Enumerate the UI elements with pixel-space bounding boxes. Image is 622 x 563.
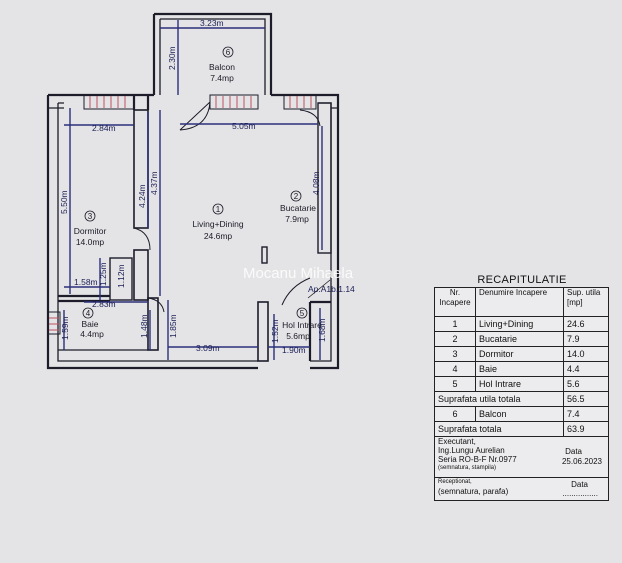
room-area-balcon: 7.4mp — [210, 73, 234, 83]
cell-name: Dormitor — [475, 346, 564, 362]
executant-line4: (semnatura, stampila) — [438, 465, 497, 471]
dim-bucatarie-height: 4.08m — [311, 171, 321, 195]
dim-living-width: 5.05m — [232, 121, 256, 131]
executant-data-label: Data — [565, 447, 582, 456]
receptionat-line1: Receptionat, — [438, 479, 472, 485]
dim-dorm-height: 5.50m — [59, 190, 69, 214]
room-name-hol: Hol Intrare — [282, 320, 322, 330]
recap-table: Nr. Incapere Denumire Incapere Sup. util… — [434, 287, 609, 501]
dim-112: 1.12m — [116, 264, 126, 288]
header-sup: Sup. utila [mp] — [563, 287, 609, 317]
room-name-bucatarie: Bucatarie — [280, 203, 316, 213]
room-name-baie: Baie — [81, 319, 98, 329]
cell-value: 5.6 — [563, 376, 609, 392]
header-nr: Nr. Incapere — [434, 287, 476, 317]
table-row: 5 Hol Intrare 5.6 — [434, 376, 609, 392]
table-row: 3 Dormitor 14.0 — [434, 346, 609, 362]
floor-plan: 3.23m 2.30m 2.84m 5.05m 5.50m 4.24m 4.37… — [46, 12, 355, 370]
dim-balcon-width: 3.23m — [200, 18, 224, 28]
cell-value: 4.4 — [563, 361, 609, 377]
cell-nr: 1 — [434, 316, 476, 332]
total-value: 63.9 — [563, 421, 609, 437]
dim-424: 4.24m — [137, 184, 147, 208]
room-name-living: Living+Dining — [192, 219, 244, 229]
receptionat-line2: (semnatura, parafa) — [438, 487, 509, 496]
dimension-lines — [63, 20, 323, 360]
room-number-baie: 4 — [86, 309, 91, 318]
table-row: 4 Baie 4.4 — [434, 361, 609, 377]
room-area-hol: 5.6mp — [286, 331, 310, 341]
executant-row: Executant, Ing.Lungu Aurelian Seria RO-B… — [434, 436, 609, 478]
header-denumire: Denumire Incapere — [475, 287, 564, 317]
cell-value: 24.6 — [563, 316, 609, 332]
room-area-living: 24.6mp — [204, 231, 233, 241]
total-row: Suprafata totala 63.9 — [434, 421, 609, 437]
cell-name: Hol Intrare — [475, 376, 564, 392]
room-number-bucatarie: 2 — [294, 192, 299, 201]
room-number-hol: 5 — [300, 309, 305, 318]
dim-437: 4.37m — [149, 171, 159, 195]
executant-cell: Executant, Ing.Lungu Aurelian Seria RO-B… — [434, 436, 609, 478]
door-swings — [133, 101, 321, 313]
total-utila-value: 56.5 — [563, 391, 609, 407]
room-labels: 6 Balcon 7.4mp 1 Living+Dining 24.6mp 2 … — [74, 46, 355, 341]
dim-152: 1.52m — [270, 319, 280, 343]
table-row: 6 Balcon 7.4 — [434, 406, 609, 422]
cell-name: Baie — [475, 361, 564, 377]
watermark: Mocanu Mihaela — [243, 265, 354, 282]
dim-158: 1.58m — [74, 277, 98, 287]
table-row: 1 Living+Dining 24.6 — [434, 316, 609, 332]
room-name-balcon: Balcon — [209, 62, 235, 72]
cell-value: 7.9 — [563, 331, 609, 347]
receptionat-data-label: Data — [571, 480, 588, 489]
room-area-dormitor: 14.0mp — [76, 237, 105, 247]
dim-309: 3.09m — [196, 343, 220, 353]
receptionat-data-value: ................ — [562, 489, 598, 498]
cell-name: Living+Dining — [475, 316, 564, 332]
executant-data-value: 25.06.2023 — [561, 457, 602, 466]
dim-159: 1.59m — [60, 316, 70, 340]
dim-190: 1.90m — [282, 345, 306, 355]
room-area-baie: 4.4mp — [80, 329, 104, 339]
dimension-labels: 3.23m 2.30m 2.84m 5.05m 5.50m 4.24m 4.37… — [59, 18, 327, 355]
room-area-bucatarie: 7.9mp — [285, 214, 309, 224]
apartment-label: Ap.A1b.1.14 — [308, 284, 355, 294]
recap-title: RECAPITULATIE — [477, 274, 567, 286]
receptionat-cell: Receptionat, (semnatura, parafa) Data ..… — [434, 477, 609, 501]
executant-line1: Executant, — [438, 437, 476, 446]
dim-185: 1.85m — [168, 314, 178, 338]
dim-dorm-width: 2.84m — [92, 123, 116, 133]
total-utila-row: Suprafata utila totala 56.5 — [434, 391, 609, 407]
executant-line2: Ing.Lungu Aurelian — [438, 446, 505, 455]
dim-balcon-height: 2.30m — [167, 46, 177, 70]
cell-nr: 4 — [434, 361, 476, 377]
room-number-balcon: 6 — [226, 48, 231, 57]
room-name-dormitor: Dormitor — [74, 226, 107, 236]
cell-value: 14.0 — [563, 346, 609, 362]
dim-283: 2.83m — [92, 299, 116, 309]
cell-value: 7.4 — [563, 406, 609, 422]
cell-nr: 5 — [434, 376, 476, 392]
cell-nr: 6 — [434, 406, 476, 422]
executant-line3: Seria RO-B-F Nr.0977 — [438, 455, 517, 464]
dim-125: 1.25m — [98, 262, 108, 286]
cell-nr: 2 — [434, 331, 476, 347]
cell-nr: 3 — [434, 346, 476, 362]
dim-148: 1.48m — [139, 314, 149, 338]
room-number-dormitor: 3 — [88, 212, 93, 221]
receptionat-row: Receptionat, (semnatura, parafa) Data ..… — [434, 477, 609, 501]
table-row: 2 Bucatarie 7.9 — [434, 331, 609, 347]
balcony-walls — [152, 12, 273, 95]
total-utila-label: Suprafata utila totala — [434, 391, 564, 407]
recap-header-row: Nr. Incapere Denumire Incapere Sup. util… — [434, 287, 609, 317]
cell-name: Bucatarie — [475, 331, 564, 347]
room-number-living: 1 — [216, 205, 221, 214]
total-label: Suprafata totala — [434, 421, 564, 437]
cell-name: Balcon — [475, 406, 564, 422]
dim-168: 1.68m — [317, 318, 327, 342]
